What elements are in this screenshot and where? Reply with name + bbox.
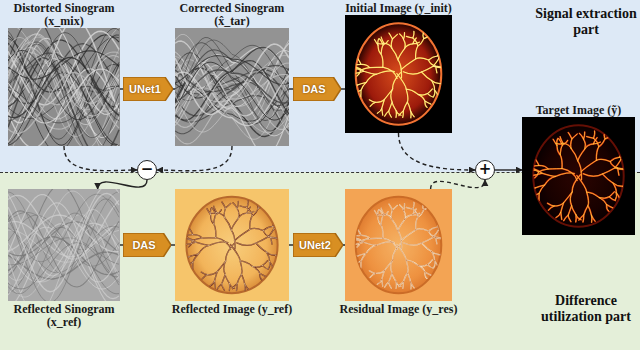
process-label: DAS	[293, 77, 341, 101]
image-frame	[175, 28, 289, 146]
illustration-path	[348, 31, 449, 118]
illustration-path	[348, 202, 449, 288]
image-caption: Initial Image (y_init)	[337, 2, 460, 15]
add-circle: +	[475, 160, 495, 180]
illustration-g	[179, 201, 284, 291]
operator-symbol: +	[476, 161, 494, 178]
arrow-box-outline	[123, 77, 173, 101]
illustration-path	[8, 58, 119, 118]
band-label: Difference utilization part	[534, 293, 638, 325]
dashed-connector	[64, 146, 137, 171]
arrow-box-outline	[123, 233, 171, 257]
sinogram-image: Corrected Sinogram (x̂_tar)	[175, 2, 289, 146]
illustration-path	[179, 201, 284, 291]
image-caption: Corrected Sinogram (x̂_tar)	[167, 2, 297, 28]
beamform-box: DAS	[293, 77, 341, 101]
photoacoustic-image: Target Image (ỹ)	[522, 104, 635, 235]
illustration-path	[175, 34, 289, 123]
beamform-box: DAS	[123, 233, 171, 257]
illustration-g	[348, 31, 449, 118]
image-frame	[345, 15, 452, 133]
illustration-path	[175, 56, 289, 85]
illustration-rect	[345, 189, 452, 301]
image-illustration	[175, 28, 289, 146]
photoacoustic-image: Initial Image (y_init)	[345, 2, 452, 133]
connector-line	[173, 88, 175, 89]
illustration-rect	[345, 15, 452, 133]
illustration-path	[8, 69, 119, 123]
image-caption: Reflected Sinogram (x_ref)	[0, 303, 128, 329]
band-label: Signal extraction part	[534, 6, 638, 38]
sinogram-image: Reflected Sinogram (x_ref)	[8, 189, 120, 329]
image-illustration	[175, 189, 289, 301]
subtract-circle: −	[137, 160, 157, 180]
dashed-connector	[431, 180, 485, 189]
image-caption: Residual Image (y_res)	[337, 303, 460, 316]
illustration-path	[175, 51, 289, 113]
illustration-path	[8, 37, 119, 138]
illustration-rect	[522, 117, 635, 235]
sinogram-image: Distorted Sinogram (x_mix)	[8, 2, 120, 146]
photoacoustic-image: Residual Image (y_res)	[345, 189, 452, 316]
illustration-path	[8, 195, 119, 283]
illustration-path	[175, 70, 289, 103]
network-box: UNet1	[123, 77, 173, 101]
image-caption: Target Image (ỹ)	[514, 104, 640, 117]
illustration-path	[8, 37, 119, 136]
image-caption: Reflected Image (y_ref)	[167, 303, 297, 316]
image-frame	[175, 189, 289, 301]
photoacoustic-image: Reflected Image (y_ref)	[175, 189, 289, 316]
illustration-path	[526, 131, 632, 222]
illustration-path	[8, 28, 119, 114]
illustration-path	[175, 72, 289, 126]
image-frame	[522, 117, 635, 235]
illustration-rect	[175, 28, 289, 146]
operator-symbol: −	[138, 161, 156, 178]
connector-line	[341, 88, 345, 89]
image-illustration	[8, 189, 120, 301]
illustration-path	[175, 62, 289, 120]
illustration-path	[8, 51, 119, 79]
image-illustration	[522, 117, 635, 235]
arrow-box-outline	[293, 233, 343, 257]
connector-line	[171, 244, 175, 245]
image-caption: Distorted Sinogram (x_mix)	[0, 2, 128, 28]
illustration-path	[175, 43, 289, 121]
process-label: UNet2	[293, 233, 343, 257]
illustration-g	[348, 202, 449, 288]
dashed-connector	[157, 146, 232, 171]
illustration-rect	[175, 189, 289, 301]
network-box: UNet2	[293, 233, 343, 257]
illustration-path	[348, 31, 449, 118]
image-frame	[8, 28, 120, 146]
illustration-path	[175, 38, 289, 132]
illustration-path	[175, 62, 289, 146]
image-illustration	[345, 15, 452, 133]
process-label: DAS	[123, 233, 171, 257]
connector-line	[98, 180, 147, 189]
illustration-path	[526, 131, 632, 222]
arrow-box-outline	[293, 77, 341, 101]
illustration-path	[175, 67, 289, 132]
illustration-path	[8, 73, 119, 134]
image-illustration	[8, 28, 120, 146]
illustration-path	[8, 35, 119, 145]
illustration-path	[8, 193, 119, 291]
connector-line	[343, 244, 345, 245]
illustration-path	[8, 230, 119, 262]
image-frame	[345, 189, 452, 301]
image-frame	[8, 189, 120, 301]
image-illustration	[345, 189, 452, 301]
illustration-path	[8, 213, 119, 294]
illustration-path	[8, 42, 119, 138]
illustration-path	[8, 194, 119, 262]
illustration-path	[348, 202, 449, 288]
connector-line	[495, 169, 522, 170]
illustration-path	[179, 201, 284, 291]
process-label: UNet1	[123, 77, 173, 101]
dashed-connector	[399, 133, 476, 170]
illustration-g	[526, 131, 632, 222]
